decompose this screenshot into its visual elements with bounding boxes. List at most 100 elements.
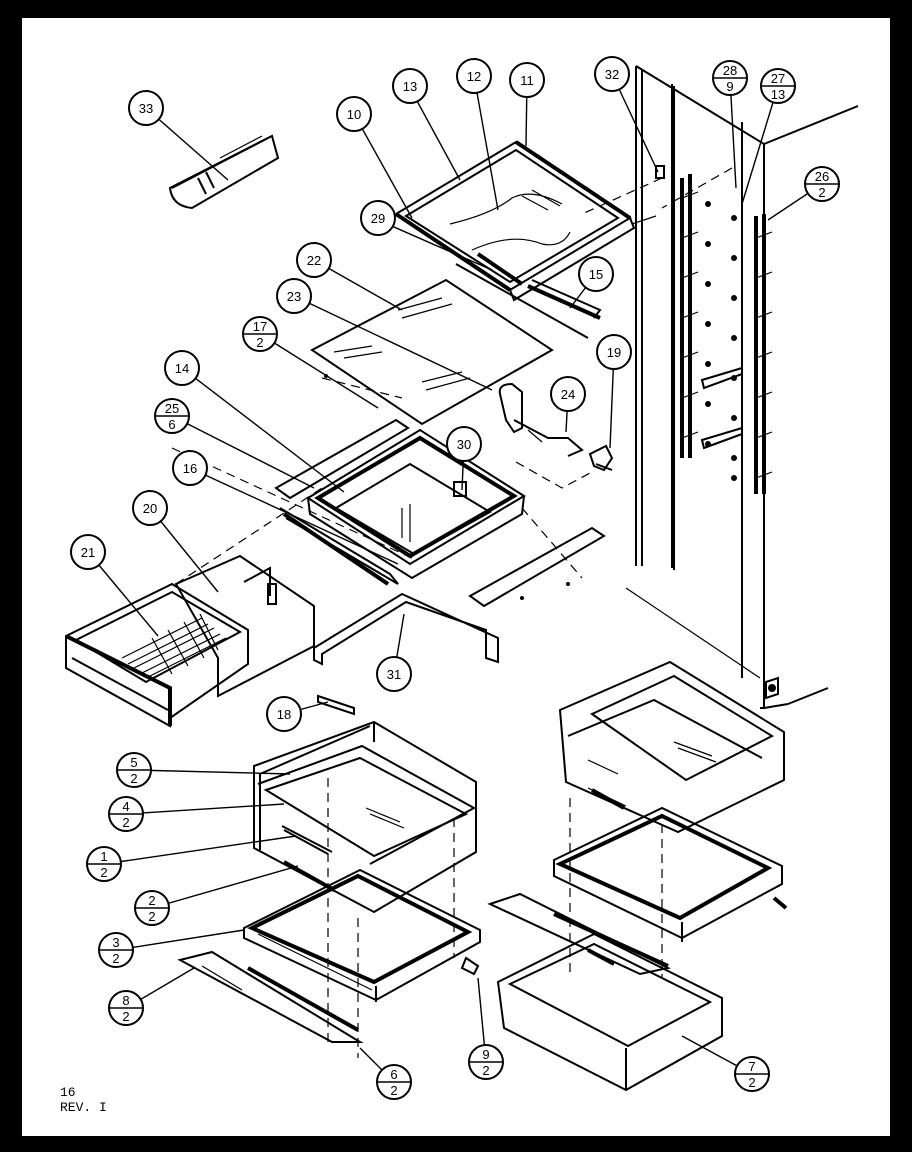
leader-lines (87, 73, 823, 1083)
callout-part-number: 31 (387, 667, 401, 682)
callout-24: 24 (550, 376, 586, 412)
callout-quantity: 2 (100, 865, 107, 880)
callout-quantity: 2 (256, 335, 263, 350)
callout-circle (276, 278, 312, 314)
callout-quantity: 9 (726, 79, 733, 94)
part-31-wire (313, 592, 499, 666)
callout-13: 13 (392, 68, 428, 104)
callout-14: 14 (164, 350, 200, 386)
callout-quantity: 6 (168, 417, 175, 432)
part-24-control (498, 382, 614, 489)
part-right-crisper-stack (487, 660, 788, 1092)
callout-part-number: 19 (607, 345, 621, 360)
callout-part-number: 33 (139, 101, 153, 116)
callout-part-number: 16 (183, 461, 197, 476)
part-22-glass (310, 278, 554, 426)
callout-part-number: 6 (390, 1067, 397, 1082)
callout-21: 21 (70, 534, 106, 570)
callout-part-number: 2 (148, 893, 155, 908)
callout-part-number: 23 (287, 289, 301, 304)
callout-circle (360, 200, 396, 236)
callout-1-2: 12 (86, 846, 122, 882)
part-33-bracket (168, 134, 280, 210)
callout-18: 18 (266, 696, 302, 732)
callout-part-number: 9 (482, 1047, 489, 1062)
callout-30: 30 (446, 426, 482, 462)
part-cabinet-liner (581, 65, 859, 709)
callout-4-2: 42 (108, 796, 144, 832)
callout-part-number: 32 (605, 67, 619, 82)
callout-circle (296, 242, 332, 278)
callout-part-number: 11 (520, 73, 534, 88)
callout-part-number: 17 (253, 319, 267, 334)
callout-12: 12 (456, 58, 492, 94)
callout-part-number: 29 (371, 211, 385, 226)
callout-9-2: 92 (468, 1044, 504, 1080)
callout-part-number: 28 (723, 63, 737, 78)
callout-10: 10 (336, 96, 372, 132)
callout-quantity: 2 (122, 815, 129, 830)
callout-28-9: 289 (712, 60, 748, 96)
callout-quantity: 2 (818, 185, 825, 200)
callout-part-number: 10 (347, 107, 361, 122)
callout-23: 23 (276, 278, 312, 314)
part-14-crisper-cover (171, 374, 606, 608)
callout-17-2: 172 (242, 316, 278, 352)
callout-quantity: 2 (130, 771, 137, 786)
callout-5-2: 52 (116, 752, 152, 788)
callout-part-number: 25 (165, 401, 179, 416)
callout-quantity: 2 (122, 1009, 129, 1024)
callout-part-number: 14 (175, 361, 189, 376)
callout-part-number: 15 (589, 267, 603, 282)
callout-part-number: 7 (748, 1059, 755, 1074)
callout-part-number: 30 (457, 437, 471, 452)
callout-part-number: 20 (143, 501, 157, 516)
callout-circle (164, 350, 200, 386)
callout-25-6: 256 (154, 398, 190, 434)
part-20-21-drawer (65, 487, 323, 728)
callout-circle (550, 376, 586, 412)
callout-31: 31 (376, 656, 412, 692)
callout-part-number: 18 (277, 707, 291, 722)
callout-circle (392, 68, 428, 104)
callout-part-number: 27 (771, 71, 785, 86)
callout-16: 16 (172, 450, 208, 486)
callout-part-number: 24 (561, 387, 575, 402)
callout-quantity: 2 (482, 1063, 489, 1078)
callout-quantity: 2 (748, 1075, 755, 1090)
callout-part-number: 12 (467, 69, 481, 84)
part-18-bracket (317, 694, 355, 716)
callout-part-number: 21 (81, 545, 95, 560)
callout-32: 32 (594, 56, 630, 92)
callout-29: 29 (360, 200, 396, 236)
callout-7-2: 72 (734, 1056, 770, 1092)
footer-sheet-number: 16 (60, 1085, 76, 1100)
callout-quantity: 2 (390, 1083, 397, 1098)
callout-circle (596, 334, 632, 370)
callout-part-number: 22 (307, 253, 321, 268)
callout-8-2: 82 (108, 990, 144, 1026)
callout-11: 11 (509, 62, 545, 98)
callout-2-2: 22 (134, 890, 170, 926)
callout-33: 33 (128, 90, 164, 126)
callout-quantity: 2 (112, 951, 119, 966)
callout-6-2: 62 (376, 1064, 412, 1100)
callout-part-number: 26 (815, 169, 829, 184)
part-top-shelf (394, 140, 657, 302)
callout-26-2: 262 (804, 166, 840, 202)
callout-circle (172, 450, 208, 486)
callout-circle (336, 96, 372, 132)
callout-part-number: 5 (130, 755, 137, 770)
callout-20: 20 (132, 490, 168, 526)
callout-circle (456, 58, 492, 94)
callout-circle (266, 696, 302, 732)
callout-circle (446, 426, 482, 462)
callout-22: 22 (296, 242, 332, 278)
callout-part-number: 1 (100, 849, 107, 864)
callout-circle (70, 534, 106, 570)
callout-part-number: 13 (403, 79, 417, 94)
callout-circle (509, 62, 545, 98)
